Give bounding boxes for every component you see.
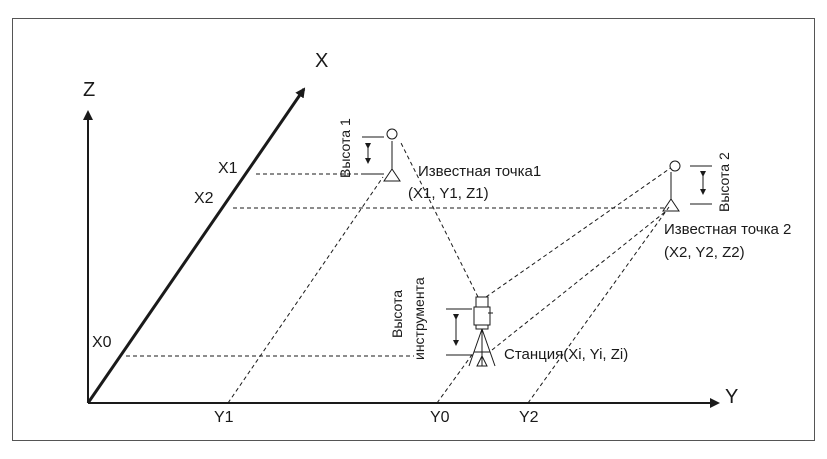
known-point-1-coords: (X1, Y1, Z1)	[408, 185, 489, 202]
y1-projection-line	[227, 176, 384, 404]
station-label: Станция(Xi, Yi, Zi)	[504, 346, 628, 363]
x2-label: X2	[194, 190, 214, 207]
known-point-2-marker	[662, 160, 712, 212]
station-height-label-line1: Высота	[389, 290, 405, 338]
diagram-frame	[12, 18, 815, 441]
y2-label: Y2	[519, 409, 539, 426]
station-instrument-icon	[446, 296, 496, 367]
x-axis-label: X	[315, 50, 328, 72]
sight-line-1	[399, 140, 479, 298]
x0-label: X0	[92, 334, 112, 351]
y-axis-label: Y	[725, 386, 738, 408]
known-point-1-label: Известная точка1	[418, 163, 541, 180]
y2-projection-line	[527, 206, 670, 404]
station-height-label-line2: инструмента	[411, 277, 427, 360]
known-point-2-label: Известная точка 2	[664, 221, 791, 238]
sight-line-2	[485, 166, 673, 298]
y0-label: Y0	[430, 409, 450, 426]
y0-projection-line	[436, 351, 475, 404]
x-axis	[86, 87, 306, 404]
known-point-2-coords: (X2, Y2, Z2)	[664, 244, 745, 261]
known-point-2-height-label: Высота 2	[716, 152, 732, 212]
known-point-1-height-label: Высота 1	[337, 118, 353, 178]
sight-line-3	[491, 211, 666, 351]
z-axis-label: Z	[83, 79, 95, 101]
known-point-1-marker	[362, 128, 401, 182]
y1-label: Y1	[214, 409, 234, 426]
x1-label: X1	[218, 160, 238, 177]
